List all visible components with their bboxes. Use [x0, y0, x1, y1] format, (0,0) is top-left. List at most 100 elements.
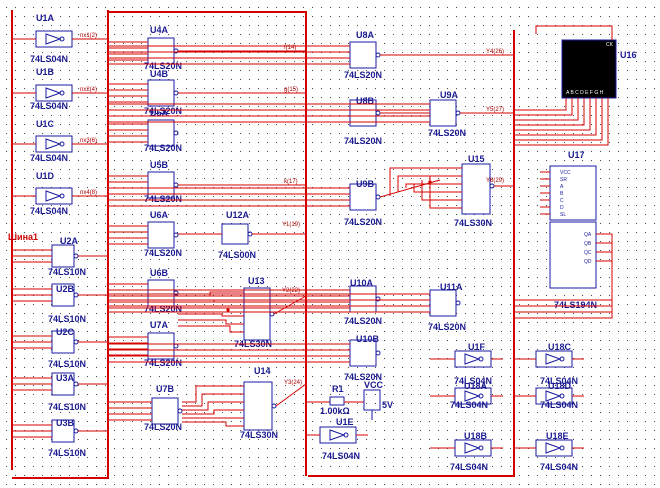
- net-label: Y5(27): [486, 107, 504, 113]
- display-data-wire: [514, 98, 585, 126]
- inverter-u18b-body: [454, 439, 492, 457]
- inverter-u1a-bubble: [59, 36, 65, 42]
- inverter-u1c-symbol: [45, 138, 62, 150]
- nand4-u10a-bubble: [375, 296, 381, 302]
- inverter-u18c-bubble: [559, 356, 565, 362]
- display-data-wire: [514, 98, 609, 146]
- component-part: 74LS20N: [144, 304, 182, 314]
- inverter-u1a-symbol: [45, 33, 62, 45]
- component-part: 74LS04N: [540, 376, 578, 386]
- inverter-u1a-body: [35, 30, 73, 48]
- u17-bottom-body: [549, 221, 597, 289]
- component-ref: U5A: [150, 108, 169, 118]
- inverter-u1c-body: [35, 135, 73, 153]
- component-part: 74LS20N: [344, 136, 382, 146]
- nand3-bubble: [73, 253, 79, 259]
- display-pin-labels: A B C D E F G H: [566, 90, 604, 96]
- component-part: 74LS04N: [454, 376, 492, 386]
- inverter-u18e-symbol: [545, 442, 562, 454]
- nand4-u8a-body: [349, 41, 377, 69]
- bus-name: Шина1: [8, 232, 38, 242]
- nand4-u5a-body: [147, 119, 175, 147]
- nand4-u10b-bubble: [375, 350, 381, 356]
- component-ref: U7B: [156, 384, 175, 394]
- nand4-u5b-bubble: [173, 182, 179, 188]
- inverter-u1b-symbol: [45, 87, 62, 99]
- nand4-u9b-body: [349, 183, 377, 211]
- display-u16-body: [561, 39, 617, 99]
- nand4-u9a-body: [429, 99, 457, 127]
- inverter-u18e-body: [535, 439, 573, 457]
- component-ref: U4B: [150, 69, 169, 79]
- net-label: Y2(22): [282, 288, 300, 294]
- net-label: g(15): [284, 87, 298, 93]
- inverter-u1e-bubble: [343, 432, 349, 438]
- component-part: 74LS20N: [144, 248, 182, 258]
- display-data-wire: [514, 98, 567, 111]
- wire: [178, 319, 244, 325]
- component-part: 74LS10N: [48, 448, 86, 458]
- u17-pin: SL: [560, 212, 566, 218]
- inverter-u1f-bubble: [478, 356, 484, 362]
- display-ck-label: CK: [606, 42, 614, 48]
- component-ref: U3A: [56, 373, 75, 383]
- component-part: 74LS10N: [48, 314, 86, 324]
- inverter-u1c-bubble: [59, 141, 65, 147]
- wire: [429, 176, 462, 209]
- component-part: 74LS20N: [344, 372, 382, 382]
- wire: [182, 409, 244, 415]
- inverter-u1d-body: [35, 187, 73, 205]
- nand3-bubble: [73, 339, 79, 345]
- nand4-u6b-bubble: [173, 290, 179, 296]
- net-label: k(17): [284, 179, 298, 185]
- wire: [182, 393, 244, 407]
- component-ref: U10A: [350, 278, 374, 288]
- component-part: 74LS04N: [540, 400, 578, 410]
- component-ref: U3B: [56, 418, 75, 428]
- resistor-ref: R1: [332, 384, 344, 394]
- component-ref: U2A: [60, 236, 79, 246]
- u17-pin: D: [560, 205, 564, 211]
- nand4-u8a-bubble: [375, 52, 381, 58]
- wire: [397, 175, 462, 192]
- inverter-u1f-symbol: [464, 353, 481, 365]
- net-label: Y6(29): [486, 178, 504, 184]
- wire: [182, 421, 244, 427]
- wire: [182, 385, 244, 403]
- nand4-u7a-body: [147, 332, 175, 360]
- wire: [178, 313, 244, 317]
- component-part: 74LS04N: [30, 153, 68, 163]
- resistor-r1-body: [329, 396, 345, 406]
- display-clock-wire: [535, 25, 613, 40]
- nand4-u4b-body: [147, 79, 175, 107]
- nand3-bubble: [73, 292, 79, 298]
- component-part: 74LS20N: [428, 322, 466, 332]
- component-part: 74LS20N: [144, 106, 182, 116]
- u17-pin: QD: [584, 259, 592, 265]
- nand4-u9a-bubble: [455, 110, 461, 116]
- component-part: 74LS04N: [322, 451, 360, 461]
- component-ref: U1D: [36, 171, 55, 181]
- wire: [405, 183, 462, 188]
- component-ref: U5B: [150, 160, 169, 170]
- component-ref: U1C: [36, 119, 55, 129]
- component-ref: U17: [568, 150, 585, 160]
- inverter-u1d-symbol: [45, 190, 62, 202]
- component-part: 74LS30N: [240, 430, 278, 440]
- component-part: 74LS20N: [144, 194, 182, 204]
- component-part: 74LS20N: [344, 316, 382, 326]
- component-ref: U4A: [150, 25, 169, 35]
- inverter-u18e-bubble: [559, 445, 565, 451]
- component-ref: U10B: [356, 334, 380, 344]
- inverter-u1f-body: [454, 350, 492, 368]
- component-part: 74LS20N: [144, 61, 182, 71]
- component-ref: U18C: [548, 342, 572, 352]
- component-ref: U9A: [440, 90, 459, 100]
- nand4-u10a-body: [349, 285, 377, 313]
- component-ref: U1E: [336, 417, 354, 427]
- inverter-u1e-body: [319, 426, 357, 444]
- nand4-u7b-body: [151, 397, 179, 425]
- component-part: 74LS00N: [218, 250, 256, 260]
- nand4-u9b-bubble: [375, 194, 381, 200]
